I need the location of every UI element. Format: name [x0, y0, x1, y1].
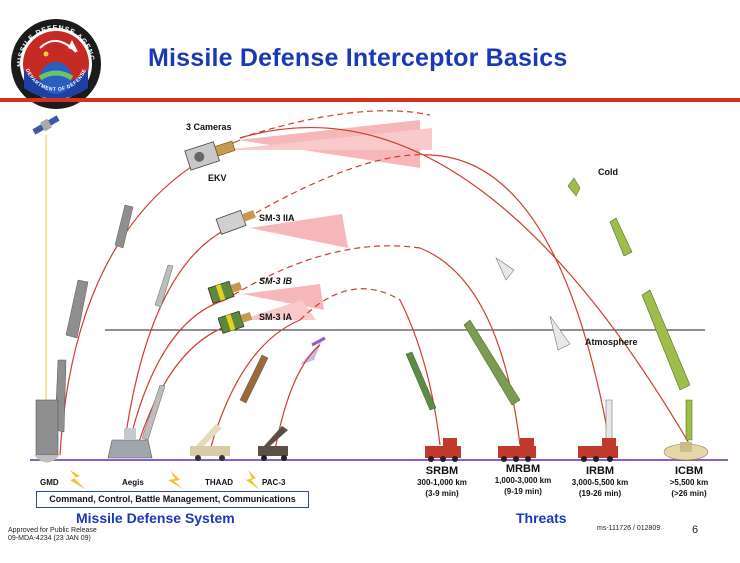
threat-srbm: SRBM 300-1,000 km (3-9 min) — [412, 465, 472, 499]
pac3-launcher — [258, 426, 288, 461]
sm3-iia-kill-vehicle — [215, 209, 256, 235]
title-rule — [0, 98, 740, 102]
pac3-streak — [311, 336, 326, 347]
icbm-trajectory-dashed — [239, 110, 431, 139]
missile-defense-system-heading: Missile Defense System — [76, 510, 235, 526]
pac3-beam — [300, 340, 322, 365]
threat-irbm: IRBM 3,000-5,500 km (19-26 min) — [565, 465, 635, 499]
threat-trajectories — [224, 110, 691, 446]
threat-name: MRBM — [505, 463, 541, 475]
srbm-trajectory-solid — [399, 299, 441, 446]
threats-heading: Threats — [516, 510, 567, 526]
sm3-iia-label: SM-3 IIA — [259, 213, 295, 223]
threat-time: (3-9 min) — [425, 489, 459, 498]
release-line-2: 09-MDA-4234 (23 JAN 09) — [8, 535, 91, 542]
comms-links — [70, 470, 260, 490]
system-label-thaad: THAAD — [205, 478, 233, 487]
threat-missiles — [405, 177, 693, 441]
threat-time: (19-26 min) — [578, 489, 622, 498]
page-title: Missile Defense Interceptor Basics — [148, 44, 568, 72]
atmosphere-label: Atmosphere — [585, 337, 638, 347]
threat-name: ICBM — [674, 465, 704, 477]
c2bmc-box: Command, Control, Battle Management, Com… — [36, 491, 309, 508]
threat-range: >5,500 km — [669, 478, 709, 487]
icbm-stage-upper — [609, 217, 633, 257]
interceptor-launchers — [34, 399, 288, 463]
srbm-trajectory-dashed — [299, 288, 401, 321]
icbm-launch — [685, 399, 693, 441]
sm3-ia-label: SM-3 IA — [259, 312, 293, 322]
mrbm-launcher — [498, 438, 536, 462]
ekv-kill-vehicle — [184, 140, 236, 171]
sm3-ib-kill-vehicle — [207, 280, 243, 304]
sm3-ia-beam — [240, 300, 316, 320]
cold-label: Cold — [598, 167, 618, 177]
sm3-ia-kill-vehicle — [217, 310, 253, 334]
ekv-camera-beam-2 — [222, 128, 432, 150]
sensor-beams — [222, 120, 432, 365]
threat-name: IRBM — [585, 465, 615, 477]
threat-range: 3,000-5,500 km — [571, 478, 629, 487]
srbm-missile — [405, 351, 437, 411]
irbm-trajectory-dashed — [229, 154, 431, 229]
threat-range: 300-1,000 km — [417, 478, 467, 487]
sm3-iia-beam — [250, 214, 348, 248]
aegis-ship — [107, 428, 153, 459]
irbm-launch — [605, 399, 613, 441]
icbm-rv-cold — [567, 177, 581, 197]
gmd-booster-stages — [54, 204, 134, 433]
cameras-label: 3 Cameras — [186, 122, 232, 132]
mda-seal-logo: MISSILE DEFENSE AGENCY DEPARTMENT OF DEF… — [10, 18, 101, 109]
mrbm-trajectory-dashed — [224, 245, 421, 301]
ekv-label: EKV — [208, 173, 227, 183]
mrbm-trajectory-solid — [419, 247, 521, 446]
system-label-aegis: Aegis — [122, 478, 144, 487]
reentry-vehicles — [495, 257, 613, 441]
thaad-missile-in-flight — [239, 354, 269, 404]
document-id: ms-111726 / 012809 — [597, 525, 661, 532]
irbm-rv-atmosphere — [549, 315, 571, 351]
system-label-pac3: PAC-3 — [262, 478, 286, 487]
threat-time: (>26 min) — [671, 489, 707, 498]
satellite-icon — [32, 115, 60, 135]
icbm-stage-lower — [641, 289, 691, 391]
irbm-trajectory-solid — [429, 154, 611, 446]
mrbm-missile — [463, 319, 521, 406]
irbm-launcher — [578, 438, 618, 462]
srbm-launcher — [425, 438, 461, 462]
threat-launchers — [425, 438, 709, 462]
gmd-silo — [34, 399, 60, 463]
aegis-ib-trajectory — [129, 299, 226, 441]
threat-name: SRBM — [425, 465, 459, 477]
aegis-ia-trajectory — [137, 324, 231, 446]
release-notice: Approved for Public Release 09-MDA-4234 … — [8, 527, 97, 543]
aegis-missile-in-flight — [141, 264, 174, 441]
threat-mrbm: MRBM 1,000-3,000 km (9-19 min) — [490, 463, 556, 497]
system-label-gmd: GMD — [40, 478, 59, 487]
icbm-trajectory-solid — [239, 126, 691, 446]
irbm-rv-upper — [495, 257, 515, 281]
sm3-ib-label: SM-3 IB — [259, 276, 293, 286]
icbm-silo — [663, 442, 709, 461]
sm3-ib-beam — [242, 284, 324, 310]
page-number: 6 — [692, 524, 699, 536]
threat-time: (9-19 min) — [504, 487, 542, 496]
threat-range: 1,000-3,000 km — [494, 476, 552, 485]
threat-icbm: ICBM >5,500 km (>26 min) — [660, 465, 718, 499]
release-line-1: Approved for Public Release — [8, 527, 97, 534]
thaad-launcher — [190, 424, 230, 461]
